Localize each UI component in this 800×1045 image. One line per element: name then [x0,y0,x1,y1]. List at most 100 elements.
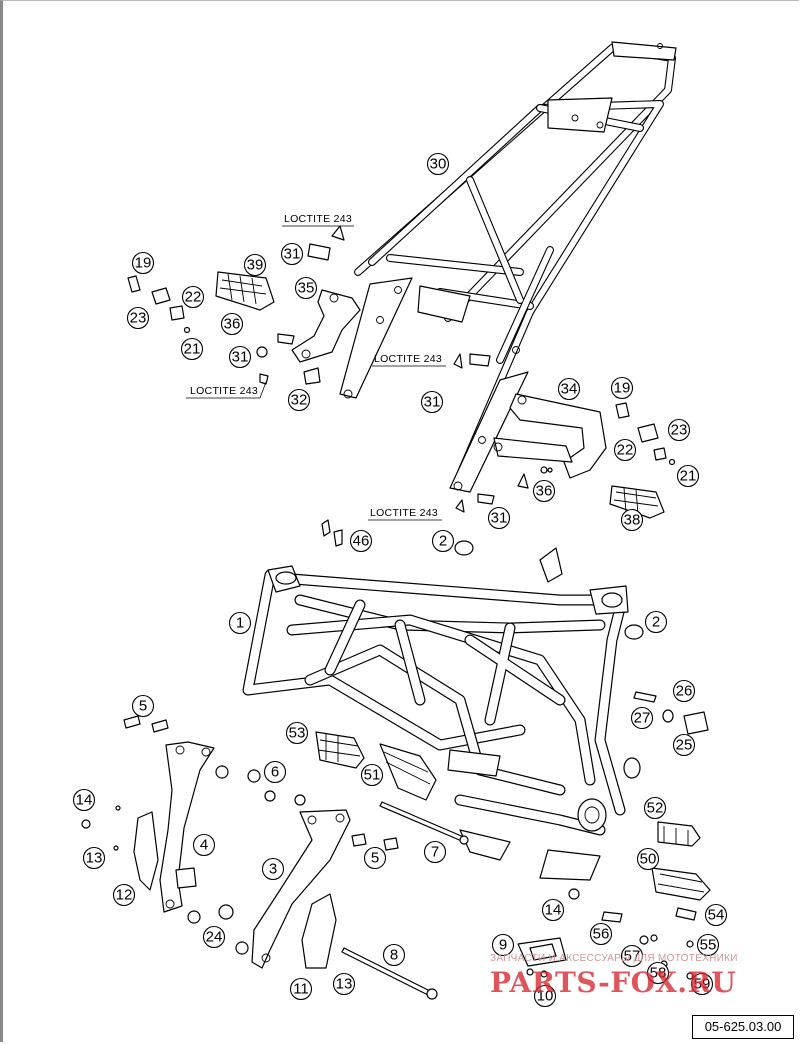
callout-13: 13 [82,846,106,870]
svg-text:52: 52 [647,800,664,817]
callout-6: 6 [263,760,287,784]
callout-31: 31 [487,506,511,530]
svg-text:55: 55 [700,937,717,954]
diagram-reference-number: 05-625.03.00 [692,1015,794,1039]
svg-text:14: 14 [76,792,93,809]
callout-2: 2 [431,529,455,553]
svg-text:32: 32 [291,392,308,409]
svg-text:23: 23 [671,422,688,439]
svg-text:19: 19 [135,255,152,272]
loctite-notes: LOCTITE 243 LOCTITE 243 LOCTITE 243 LOCT… [186,213,446,521]
callout-52: 52 [643,796,667,820]
callout-22: 22 [181,285,205,309]
callout-11: 11 [289,977,313,1001]
callout-numbers: 30 31 19 39 35 22 23 36 21 31 32 34 19 3… [72,152,728,1008]
svg-text:13: 13 [86,850,103,867]
svg-text:54: 54 [708,907,725,924]
rear-subframe [339,41,677,493]
callout-38: 38 [620,508,644,532]
svg-text:53: 53 [289,725,306,742]
callout-53: 53 [285,721,309,745]
svg-text:36: 36 [224,316,241,333]
callout-36: 36 [220,312,244,336]
svg-text:25: 25 [676,737,693,754]
loctite-note-top: LOCTITE 243 [284,213,352,225]
svg-text:31: 31 [491,510,508,527]
loctite-note-left: LOCTITE 243 [190,385,258,397]
callout-12: 12 [112,883,136,907]
svg-text:58: 58 [650,965,667,982]
svg-text:12: 12 [116,887,133,904]
callout-13: 13 [332,972,356,996]
left-hanger [159,741,215,913]
callout-31: 31 [228,345,252,369]
callout-31: 31 [420,390,444,414]
watermark-brand: PARTS-FOX.RU [490,966,737,999]
loctite-note-bottom: LOCTITE 243 [370,507,438,519]
svg-text:2: 2 [439,533,447,550]
svg-text:10: 10 [537,988,554,1005]
svg-text:8: 8 [390,947,398,964]
svg-text:14: 14 [545,902,562,919]
svg-text:50: 50 [640,851,657,868]
svg-text:31: 31 [284,246,301,263]
callout-22: 22 [613,438,637,462]
right-hanger [251,809,351,969]
svg-text:21: 21 [680,468,697,485]
callout-35: 35 [294,276,318,300]
svg-text:1: 1 [236,615,244,632]
callout-4: 4 [192,833,216,857]
callout-39: 39 [243,253,267,277]
callout-14: 14 [72,788,96,812]
svg-text:56: 56 [593,926,610,943]
main-frame [242,547,641,881]
callout-26: 26 [672,679,696,703]
svg-text:26: 26 [676,683,693,700]
svg-text:27: 27 [634,710,651,727]
right-footrest [609,485,665,519]
callout-58: 58 [646,961,670,985]
svg-text:5: 5 [371,850,379,867]
callout-21: 21 [180,337,204,361]
callout-34: 34 [557,377,581,401]
callout-10: 10 [533,984,557,1008]
bushings [321,519,709,735]
callout-24: 24 [202,925,226,949]
callout-55: 55 [696,933,720,957]
svg-text:23: 23 [130,310,147,327]
callout-50: 50 [636,847,660,871]
callout-27: 27 [630,706,654,730]
svg-text:7: 7 [431,844,439,861]
callout-32: 32 [287,388,311,412]
callout-7: 7 [423,840,447,864]
left-footrest [215,271,275,311]
svg-text:19: 19 [614,380,631,397]
svg-text:3: 3 [269,861,277,878]
svg-text:22: 22 [185,289,202,306]
svg-text:46: 46 [353,533,370,550]
svg-text:13: 13 [336,976,353,993]
svg-text:34: 34 [561,381,578,398]
watermark-tagline: ЗАПЧАСТИ И АКСЕССУАРЫ ДЛЯ МОТОТЕХНИКИ [490,953,738,964]
callout-56: 56 [589,922,613,946]
callout-30: 30 [426,152,450,176]
svg-text:11: 11 [293,981,309,998]
svg-text:21: 21 [184,341,201,358]
footrest-hardware [127,225,676,513]
svg-text:4: 4 [200,837,208,854]
right-footrest-bracket [493,393,607,479]
callout-19: 19 [131,251,155,275]
callout-23: 23 [126,306,150,330]
svg-text:59: 59 [694,976,711,993]
callout-8: 8 [382,943,406,967]
svg-text:31: 31 [232,349,249,366]
svg-text:2: 2 [652,614,660,631]
callout-25: 25 [672,733,696,757]
callout-21: 21 [676,464,700,488]
svg-text:36: 36 [536,483,553,500]
callout-59: 59 [690,972,714,996]
svg-text:30: 30 [430,156,447,173]
callout-36: 36 [532,479,556,503]
